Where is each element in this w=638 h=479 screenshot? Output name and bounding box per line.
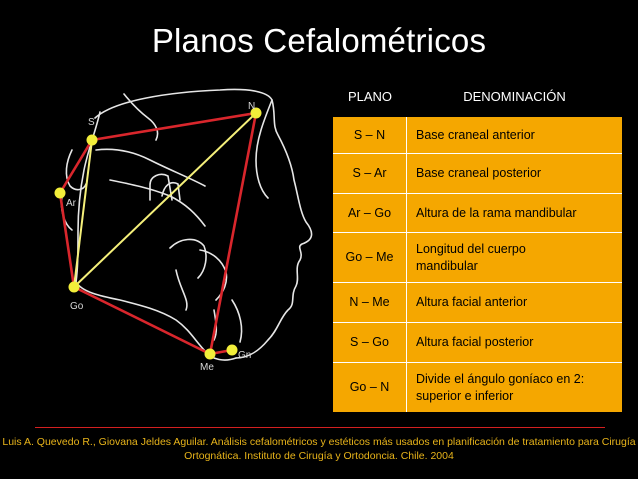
line-s-ar (58, 139, 94, 194)
divider-line (35, 427, 605, 428)
line-n-me (208, 112, 258, 355)
table-row: S – Ar Base craneal posterior (333, 153, 622, 193)
label-ar: Ar (66, 198, 77, 209)
point-s (86, 134, 98, 146)
label-me: Me (200, 362, 214, 373)
line-s-n (91, 111, 257, 142)
table-row: N – Me Altura facial anterior (333, 282, 622, 322)
line-go-n (73, 112, 257, 288)
cell-denominacion: Altura de la rama mandibular (407, 194, 622, 232)
table-row: Ar – Go Altura de la rama mandibular (333, 193, 622, 232)
yellow-planes (73, 112, 257, 288)
table-row: S – N Base craneal anterior (333, 117, 622, 153)
line-s-go (73, 139, 93, 288)
cell-plano: N – Me (333, 283, 407, 322)
label-n: N (248, 101, 255, 112)
slide-title: Planos Cefalométricos (151, 22, 487, 59)
cell-plano: Go – Me (333, 233, 407, 282)
table-row: Go – Me Longitud del cuerpo mandibular (333, 232, 622, 282)
line-go-me (73, 285, 211, 356)
cell-plano: S – Go (333, 323, 407, 362)
cell-denominacion: Divide el ángulo goníaco en 2: superior … (407, 363, 622, 412)
table-row: S – Go Altura facial posterior (333, 322, 622, 362)
point-go (68, 281, 80, 293)
cell-denominacion: Base craneal posterior (407, 154, 622, 193)
point-me (204, 348, 216, 360)
line-ar-go (58, 192, 76, 288)
cell-denominacion: Base craneal anterior (407, 117, 622, 153)
cell-plano: Ar – Go (333, 194, 407, 232)
cell-plano: S – Ar (333, 154, 407, 193)
cell-plano: S – N (333, 117, 407, 153)
landmarks (54, 107, 262, 360)
table-body: S – N Base craneal anterior S – Ar Base … (333, 117, 622, 412)
skull-tracing (60, 88, 313, 361)
cell-denominacion: Altura facial anterior (407, 283, 622, 322)
point-gn (226, 344, 238, 356)
label-gn: Gn (238, 350, 251, 361)
cell-plano: Go – N (333, 363, 407, 412)
red-planes (58, 111, 258, 356)
label-s: S (88, 117, 95, 128)
table-header: PLANO DENOMINACIÓN (333, 76, 622, 117)
point-n (250, 107, 262, 119)
header-plano: PLANO (347, 89, 393, 104)
cell-denominacion: Longitud del cuerpo mandibular (407, 233, 622, 282)
point-ar (54, 187, 66, 199)
header-denominacion: DENOMINACIÓN (463, 89, 566, 104)
citation: Luis A. Quevedo R., Giovana Jeldes Aguil… (2, 436, 636, 462)
cell-denominacion: Altura facial posterior (407, 323, 622, 362)
label-go: Go (70, 301, 84, 312)
table-row: Go – N Divide el ángulo goníaco en 2: su… (333, 362, 622, 412)
